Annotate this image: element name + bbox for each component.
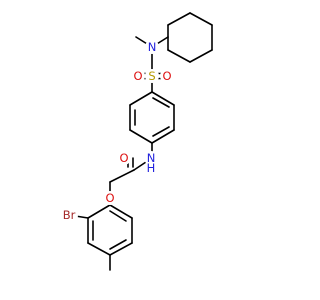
atom-br: Br xyxy=(60,206,78,224)
svg-text:O: O xyxy=(119,151,128,165)
atom-o-carbonyl: O xyxy=(117,151,131,165)
bond-ring2-3 xyxy=(87,242,111,256)
bond-ring2-1 xyxy=(87,204,111,219)
atom-n-sulfonamide: N xyxy=(145,40,159,54)
bond-aryl-6 xyxy=(129,91,153,106)
atom-s: S xyxy=(145,69,159,83)
molecule-structure-diagram: N S O O N H O O Br xyxy=(60,12,213,271)
bond-cyclohexyl-5 xyxy=(189,49,213,63)
bond-aryl-3 xyxy=(151,129,175,144)
svg-text:O: O xyxy=(133,69,142,83)
svg-text:N: N xyxy=(148,40,157,54)
svg-text:N: N xyxy=(147,151,156,165)
atom-o-sulfonyl-left: O xyxy=(131,69,145,83)
svg-text:H: H xyxy=(147,161,156,175)
bond-aryl-4 xyxy=(129,129,153,144)
atom-o-ether: O xyxy=(103,191,117,205)
bond-ring2-inner-2 xyxy=(109,239,127,250)
atom-n-amide: N H xyxy=(144,151,158,175)
bond-aryl-inner-1 xyxy=(152,97,170,108)
bond-layer xyxy=(68,12,213,271)
bond-carbonyl-ch2 xyxy=(109,169,135,183)
bond-cyclohexyl-2 xyxy=(167,12,191,26)
bond-ring2-inner-3 xyxy=(109,210,127,222)
svg-text:O: O xyxy=(105,191,114,205)
bond-cyclohexyl-6 xyxy=(167,49,191,63)
bond-aryl-inner-2 xyxy=(152,126,170,137)
atom-o-sulfonyl-right: O xyxy=(160,69,174,83)
bond-cyclohexyl-3 xyxy=(189,12,213,26)
bond-ring2-6 xyxy=(109,204,133,219)
atom-label-layer: N S O O N H O O Br xyxy=(60,40,174,224)
svg-text:O: O xyxy=(162,69,171,83)
bond-ring2-4 xyxy=(109,242,133,256)
svg-text:Br: Br xyxy=(63,208,76,222)
svg-text:S: S xyxy=(148,69,155,83)
bond-aryl-1 xyxy=(151,91,175,106)
